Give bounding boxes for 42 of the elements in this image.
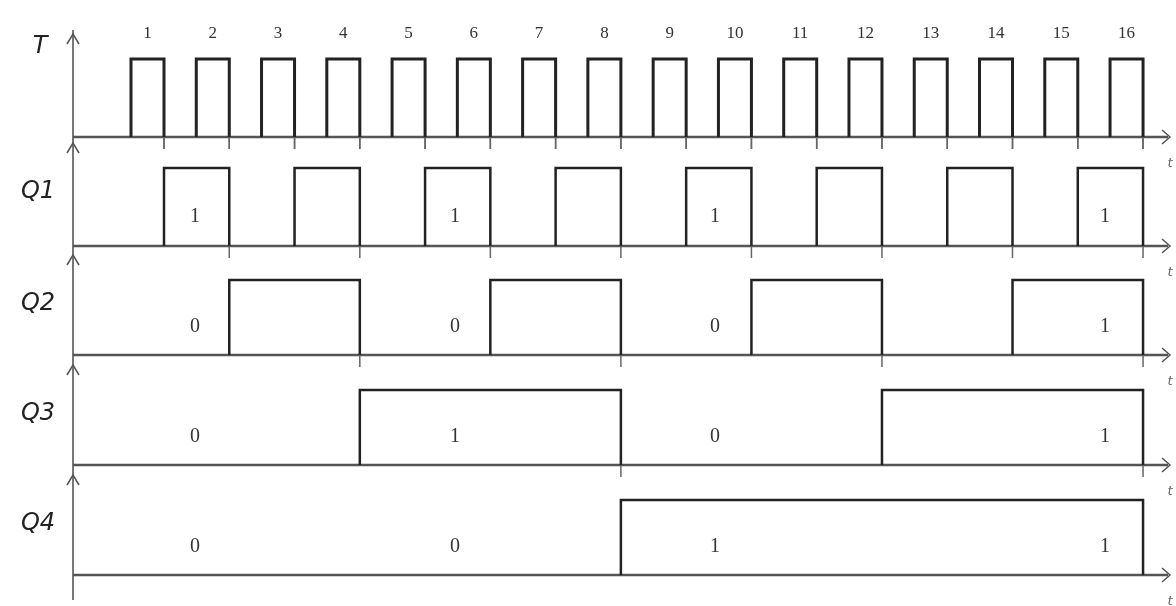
clock-pulse-number: 7 [534, 23, 544, 41]
clock-pulse-number: 15 [1052, 23, 1070, 41]
clock-pulse-number: 2 [208, 23, 217, 41]
logic-level: 0 [190, 535, 200, 555]
clock-pulse-number: 14 [987, 23, 1005, 41]
logic-level: 1 [1100, 205, 1110, 225]
logic-level: 0 [450, 535, 460, 555]
logic-level: 1 [1100, 535, 1110, 555]
logic-level: 1 [190, 205, 200, 225]
logic-level: 1 [710, 205, 720, 225]
logic-level: 1 [450, 205, 460, 225]
axis-label: t [1167, 483, 1173, 497]
clock-pulse-number: 4 [339, 23, 348, 41]
axis-label: t [1167, 155, 1173, 169]
logic-level: 1 [710, 535, 720, 555]
clock-pulse-number: 11 [792, 23, 809, 41]
axis-label: t [1167, 264, 1173, 278]
clock-pulse-number: 1 [143, 23, 152, 41]
signal-name: Q1 [20, 178, 56, 202]
logic-level: 1 [1100, 425, 1110, 445]
signal-name: Q3 [20, 400, 56, 424]
clock-pulse-number: 10 [726, 23, 744, 41]
signal-name: T [32, 33, 48, 57]
logic-level: 0 [710, 315, 720, 335]
clock-pulse-number: 5 [404, 23, 413, 41]
axis-label: t [1167, 593, 1173, 606]
clock-pulse-number: 12 [856, 23, 874, 41]
logic-level: 1 [450, 425, 460, 445]
logic-level: 0 [450, 315, 460, 335]
clock-pulse-number: 6 [469, 23, 479, 41]
axis-label: t [1167, 373, 1173, 387]
logic-level: 0 [710, 425, 720, 445]
signal-name: Q4 [20, 510, 56, 534]
clock-pulse-number: 9 [665, 23, 674, 41]
logic-level: 0 [190, 425, 200, 445]
clock-pulse-number: 8 [600, 23, 609, 41]
signal-name: Q2 [20, 290, 56, 314]
logic-level: 0 [190, 315, 200, 335]
clock-pulse-number: 16 [1118, 23, 1136, 41]
clock-pulse-number: 13 [922, 23, 940, 41]
logic-level: 1 [1100, 315, 1110, 335]
clock-pulse-number: 3 [273, 23, 283, 41]
